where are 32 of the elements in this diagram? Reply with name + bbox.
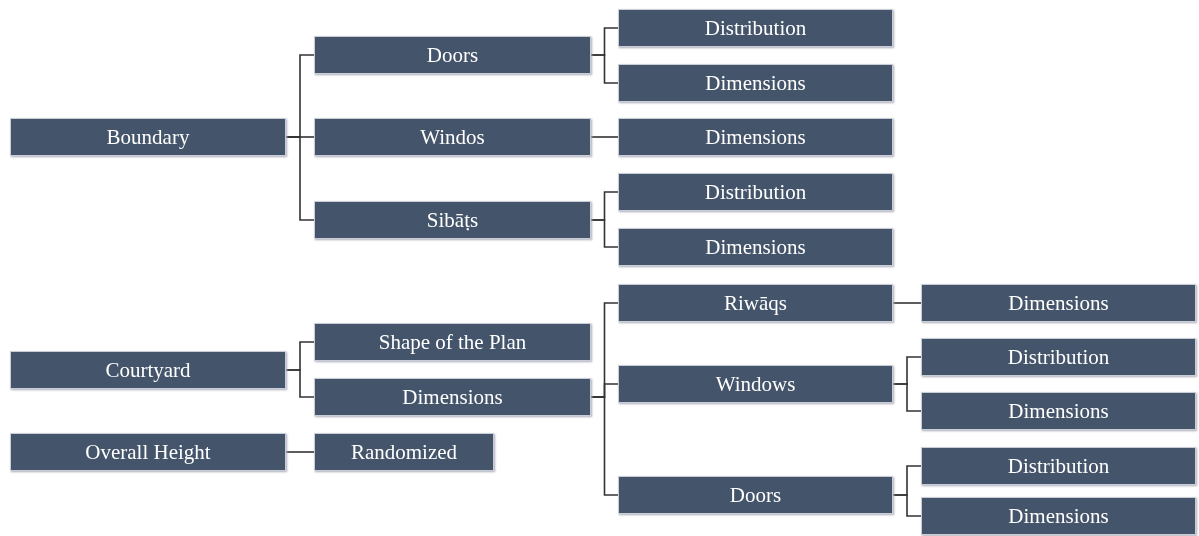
category-box: Doors bbox=[618, 476, 893, 514]
category-box: Distribution bbox=[921, 338, 1196, 376]
category-box: Distribution bbox=[618, 9, 893, 47]
connector-line bbox=[892, 302, 922, 304]
category-box: Boundary bbox=[10, 118, 286, 156]
category-box: Doors bbox=[314, 36, 591, 74]
category-box: Randomized bbox=[314, 433, 494, 471]
category-box: Shape of the Plan bbox=[314, 323, 591, 361]
connector-line bbox=[892, 383, 922, 412]
category-box: Overall Height bbox=[10, 433, 286, 471]
connector-line bbox=[285, 136, 315, 221]
category-box: Dimensions bbox=[314, 378, 591, 416]
connector-line bbox=[285, 369, 315, 398]
connector-line bbox=[590, 54, 619, 84]
category-box: Riwāqs bbox=[618, 284, 893, 322]
category-box: Distribution bbox=[618, 173, 893, 211]
category-box: Distribution bbox=[921, 447, 1196, 485]
category-box: Dimensions bbox=[618, 64, 893, 102]
category-box: Dimensions bbox=[921, 284, 1196, 322]
category-box: Courtyard bbox=[10, 351, 286, 389]
connector-line bbox=[285, 451, 315, 453]
category-box: Dimensions bbox=[921, 392, 1196, 430]
connector-line bbox=[590, 219, 619, 248]
connector-line bbox=[590, 396, 619, 496]
category-box: Dimensions bbox=[618, 118, 893, 156]
connector-line bbox=[892, 494, 922, 517]
category-box: Sibāṭs bbox=[314, 201, 591, 239]
category-box: Dimensions bbox=[921, 497, 1196, 535]
category-box: Windows bbox=[618, 365, 893, 403]
category-box: Dimensions bbox=[618, 228, 893, 266]
connector-line bbox=[590, 136, 619, 138]
category-box: Windos bbox=[314, 118, 591, 156]
